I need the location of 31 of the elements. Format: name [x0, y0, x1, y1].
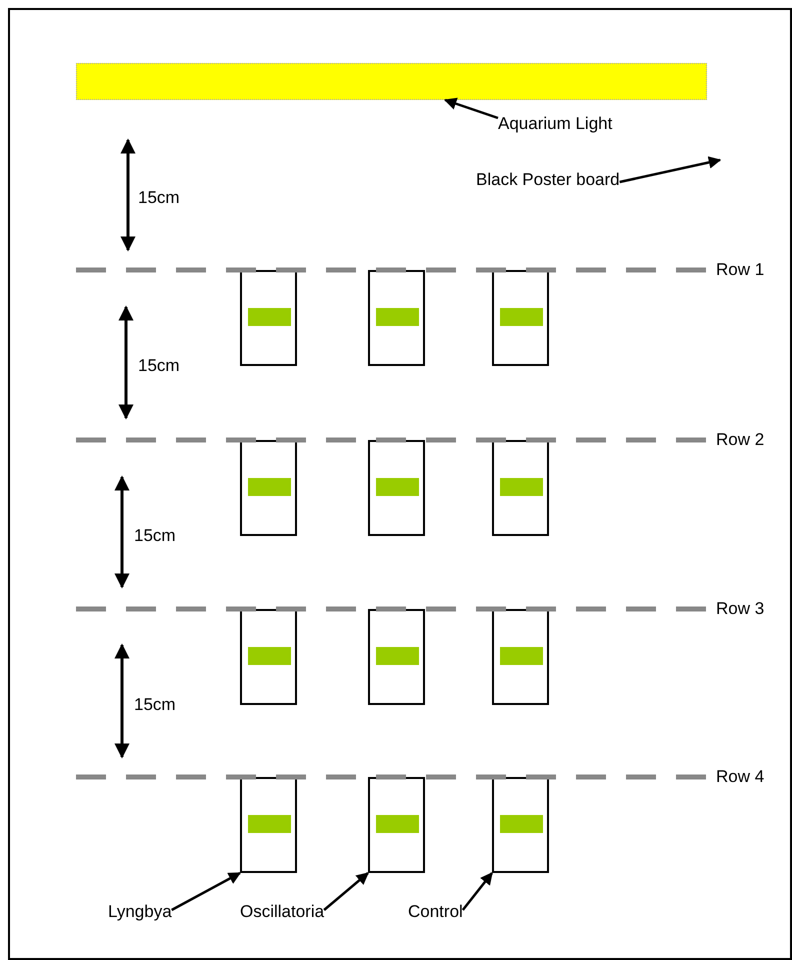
arrow [444, 98, 498, 120]
callout-label: Oscillatoria [240, 902, 324, 922]
callout-label: Lyngbya [108, 902, 172, 922]
sample-container [240, 440, 297, 536]
callout-label: Black Poster board [476, 170, 620, 190]
dimension-label: 15cm [138, 188, 180, 208]
callout-label: Control [408, 902, 463, 922]
dimension-label: 15cm [134, 526, 176, 546]
sample-container [492, 270, 549, 366]
sample-container [492, 777, 549, 873]
sample-container [368, 440, 425, 536]
arrow [171, 872, 242, 912]
sample-container [240, 270, 297, 366]
row-label: Row 2 [716, 430, 764, 450]
dimension-label: 15cm [134, 695, 176, 715]
sample-container [492, 440, 549, 536]
sample-container [240, 777, 297, 873]
row-label: Row 1 [716, 260, 764, 280]
aquarium-light-bar [76, 63, 707, 100]
sample-container [368, 609, 425, 705]
sample-container [368, 777, 425, 873]
sample-container [368, 270, 425, 366]
row-label: Row 4 [716, 767, 764, 787]
callout-label: Aquarium Light [498, 114, 612, 134]
arrow [619, 156, 722, 184]
sample-container [492, 609, 549, 705]
arrow [462, 872, 493, 911]
dimension-label: 15cm [138, 356, 180, 376]
arrow [323, 872, 369, 911]
sample-container [240, 609, 297, 705]
row-label: Row 3 [716, 599, 764, 619]
